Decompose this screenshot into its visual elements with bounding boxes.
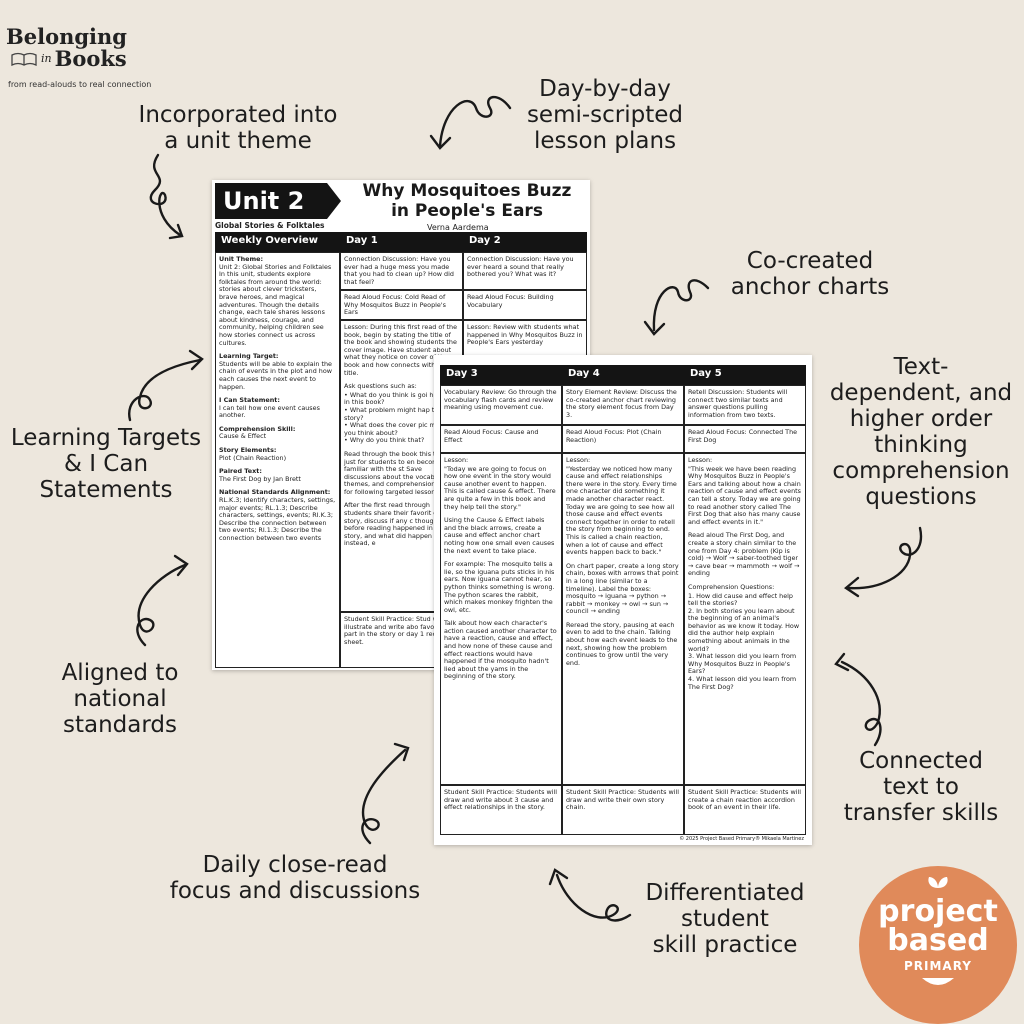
day4-practice: Student Skill Practice: Students will dr… [562, 785, 684, 835]
day1-connection: Connection Discussion: Have you ever had… [340, 252, 463, 290]
overview-cell: Unit Theme:Unit 2: Global Stories and Fo… [215, 252, 340, 668]
col-day-4: Day 4 [562, 365, 684, 385]
curly-arrow-icon [843, 526, 923, 598]
curly-arrow-icon [643, 279, 710, 336]
logo-tagline: from read-alouds to real connection [8, 80, 152, 89]
col-day-1: Day 1 [340, 232, 463, 252]
day2-connection: Connection Discussion: Have you ever hea… [463, 252, 587, 290]
day4-review: Story Element Review: Discuss the co-cre… [562, 385, 684, 425]
day3-focus: Read Aloud Focus: Cause and Effect [440, 425, 562, 453]
col-day-3: Day 3 [440, 365, 562, 385]
days-table: Day 3 Day 4 Day 5 Vocabulary Review: Go … [440, 365, 806, 835]
curly-arrow-icon [548, 868, 632, 922]
leaf-icon [928, 877, 948, 888]
logo-in: in [41, 52, 52, 65]
badge-based: based [887, 923, 989, 958]
curly-arrow-icon [136, 554, 189, 647]
weekly-table: Weekly Overview Day 1 Day 2 Unit Theme:U… [215, 232, 587, 668]
col-day-2: Day 2 [463, 232, 587, 252]
day2-focus: Read Aloud Focus: Building Vocabulary [463, 290, 587, 320]
day3-review: Vocabulary Review: Go through the vocabu… [440, 385, 562, 425]
day5-lesson: Lesson: "This week we have been reading … [684, 453, 806, 785]
book-author: Verna Aardema [427, 223, 489, 232]
bowl-icon [922, 978, 954, 985]
logo-title: Belonging in Books [6, 26, 127, 70]
day4-focus: Read Aloud Focus: Plot (Chain Reaction) [562, 425, 684, 453]
col-weekly-overview: Weekly Overview [215, 232, 340, 252]
page-footer: © 2025 Project Based Primary® Mikaela Ma… [679, 836, 804, 842]
book-title: Why Mosquitoes Buzz in People's Ears [362, 181, 572, 221]
badge-primary: PRIMARY [903, 959, 972, 973]
curly-arrow-icon [834, 652, 882, 747]
logo-line-belonging: Belonging [6, 24, 127, 49]
day5-practice: Student Skill Practice: Students will cr… [684, 785, 806, 835]
day3-lesson: Lesson: "Today we are going to focus on … [440, 453, 562, 785]
unit-banner-arrow [327, 183, 341, 219]
project-based-primary-badge: project based PRIMARY [859, 866, 1017, 1024]
unit-label: Unit 2 [215, 183, 327, 219]
curly-arrow-icon [429, 95, 512, 150]
unit-subtitle: Global Stories & Folktales [215, 221, 325, 230]
day3-practice: Student Skill Practice: Students will dr… [440, 785, 562, 835]
badge-project: project [878, 894, 998, 929]
curly-arrow-icon [149, 153, 184, 240]
day4-lesson: Lesson: "Yesterday we noticed how many c… [562, 453, 684, 785]
day5-review: Retell Discussion: Students will connect… [684, 385, 806, 425]
book-icon [11, 52, 37, 66]
curly-arrow-icon [128, 349, 204, 422]
day1-lesson: Lesson: During this first read of the bo… [340, 320, 463, 612]
lesson-plan-page-2: Day 3 Day 4 Day 5 Vocabulary Review: Go … [434, 355, 812, 845]
logo-line-books: Books [54, 46, 127, 71]
curly-arrow-icon [361, 742, 410, 845]
day1-focus: Read Aloud Focus: Cold Read of Why Mosqu… [340, 290, 463, 320]
col-day-5: Day 5 [684, 365, 806, 385]
day5-focus: Read Aloud Focus: Connected The First Do… [684, 425, 806, 453]
